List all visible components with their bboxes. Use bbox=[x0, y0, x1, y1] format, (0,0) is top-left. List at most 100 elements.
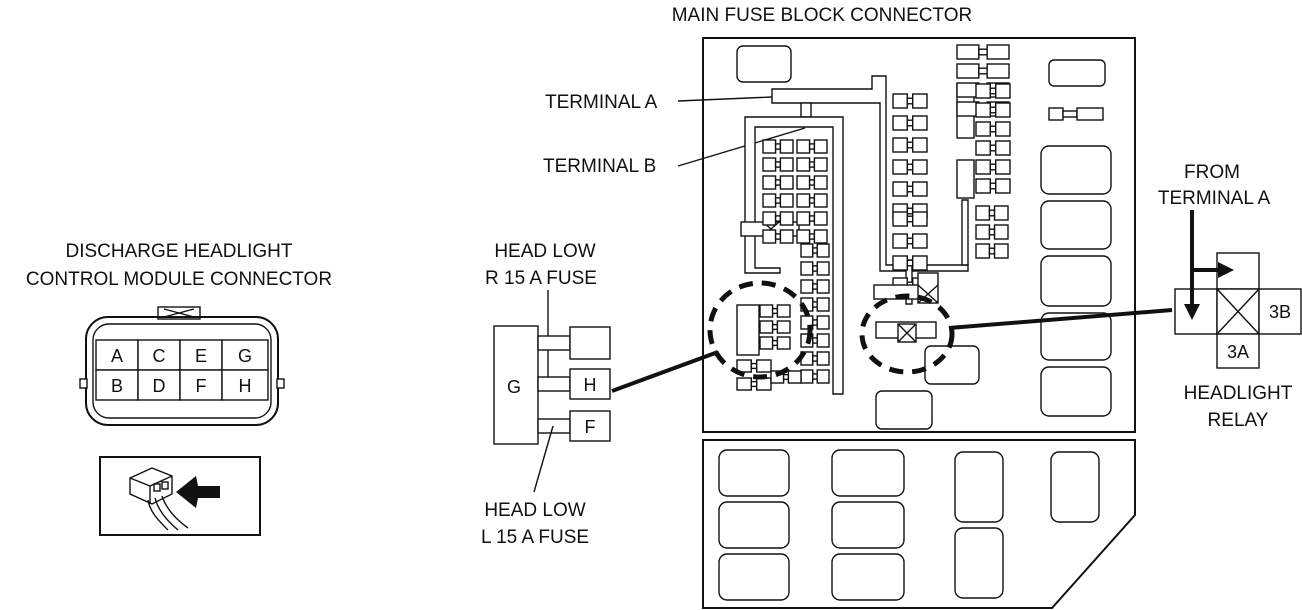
from-terminal-label-line1: FROM bbox=[1184, 162, 1240, 183]
mini-fuse bbox=[762, 229, 794, 244]
pin-cell-h bbox=[221, 369, 269, 401]
mini-fuse bbox=[892, 181, 928, 197]
terminal-b-busbar bbox=[744, 116, 844, 395]
pin-label-f: F bbox=[196, 376, 207, 396]
mini-fuse bbox=[796, 157, 828, 172]
mini-fuse bbox=[975, 102, 1011, 118]
relay-pin-3b bbox=[1258, 288, 1302, 335]
discharge-module-connector: A C E G B D F H bbox=[79, 306, 285, 426]
connector-side-tab-left bbox=[79, 378, 88, 389]
probe-direction-icon bbox=[99, 456, 261, 536]
maxi-fuse-4 bbox=[1040, 312, 1112, 361]
pin-cell-d bbox=[137, 369, 181, 401]
head-low-r-label-line1: HEAD LOW bbox=[494, 241, 595, 262]
pin-label-c: C bbox=[153, 346, 166, 366]
mini-fuse bbox=[975, 140, 1011, 156]
relay-label-3b: 3B bbox=[1269, 302, 1291, 322]
fuse-terminal-top bbox=[569, 326, 611, 360]
fuse-block-upper-body bbox=[702, 37, 1136, 433]
mini-fuse bbox=[975, 83, 1011, 99]
probe-arrow-icon bbox=[176, 476, 220, 508]
mini-fuse bbox=[796, 139, 828, 154]
headlight-relay-label-line2: RELAY bbox=[1208, 410, 1269, 431]
mini-fuse bbox=[956, 63, 1010, 79]
mini-fuse bbox=[736, 359, 772, 373]
mini-fuse bbox=[892, 233, 928, 249]
from-terminal-label-line2: TERMINAL A bbox=[1158, 188, 1271, 209]
mini-fuse bbox=[975, 178, 1011, 194]
fuse-callout-line bbox=[611, 350, 719, 393]
down-arrow-icon bbox=[1184, 304, 1200, 320]
mini-fuse bbox=[892, 137, 928, 153]
headlight-relay-section: FROM TERMINAL A 3B 3A HEADLIGHT RELAY bbox=[948, 162, 1302, 431]
maxi-fuse-2 bbox=[1040, 200, 1112, 250]
mini-fuse bbox=[736, 377, 772, 391]
mini-fuse bbox=[892, 159, 928, 175]
mini-fuse bbox=[892, 93, 928, 109]
mini-fuse bbox=[796, 175, 828, 190]
pin-label-b: B bbox=[111, 376, 123, 396]
terminal-a-label: TERMINAL A bbox=[545, 92, 658, 113]
mini-fuse bbox=[975, 224, 1009, 240]
mini-fuse bbox=[800, 279, 830, 294]
fuse-terminal-h bbox=[569, 368, 611, 400]
pin-label-d: D bbox=[153, 376, 166, 396]
fuse-terminal-f bbox=[569, 410, 611, 442]
pin-cell-c bbox=[137, 339, 181, 371]
pin-cell-b bbox=[95, 369, 139, 401]
headlight-relay-label-line1: HEADLIGHT bbox=[1184, 383, 1293, 404]
fuse-label-f: F bbox=[585, 417, 596, 437]
right-arrow-icon bbox=[1218, 262, 1234, 278]
relay-pin-3a bbox=[1216, 333, 1260, 369]
fuse-detail-section: HEAD LOW R 15 A FUSE G H F HEAD LOW L 15… bbox=[481, 241, 719, 548]
mini-fuse bbox=[975, 243, 1009, 259]
mini-fuse bbox=[892, 211, 928, 227]
pin-label-g: G bbox=[238, 346, 252, 366]
pin-cell-e bbox=[179, 339, 223, 371]
main-fuse-block: MAIN FUSE BLOCK CONNECTOR TERMINAL A TER… bbox=[543, 5, 1136, 609]
mini-fuse bbox=[975, 205, 1009, 221]
mini-fuse bbox=[800, 261, 830, 276]
main-fuse-block-title: MAIN FUSE BLOCK CONNECTOR bbox=[672, 5, 973, 26]
maxi-fuse-5 bbox=[1040, 366, 1112, 417]
mini-fuse bbox=[956, 44, 1010, 60]
pin-label-a: A bbox=[111, 346, 123, 366]
mini-fuse bbox=[800, 315, 830, 330]
relay-callout-line bbox=[948, 308, 1173, 330]
relay-highlight-circle bbox=[859, 293, 955, 375]
maxi-fuse-1 bbox=[1040, 145, 1112, 195]
fuse-label-g: G bbox=[507, 377, 521, 397]
pin-cell-f bbox=[179, 369, 223, 401]
mini-fuse bbox=[800, 243, 830, 258]
pin-label-h: H bbox=[239, 376, 252, 396]
discharge-module-label-line2: CONTROL MODULE CONNECTOR bbox=[26, 269, 332, 290]
head-low-l-label-line2: L 15 A FUSE bbox=[481, 527, 589, 548]
fuse-label-h: H bbox=[584, 375, 597, 395]
discharge-module-section: DISCHARGE HEADLIGHT CONTROL MODULE CONNE… bbox=[26, 241, 332, 536]
mini-fuse bbox=[759, 304, 791, 318]
relay-label-3a: 3A bbox=[1227, 342, 1249, 362]
mini-fuse bbox=[759, 336, 791, 350]
head-low-r-label-line2: R 15 A FUSE bbox=[485, 268, 597, 289]
terminal-b-label: TERMINAL B bbox=[543, 156, 656, 177]
mini-fuse bbox=[975, 159, 1011, 175]
mini-fuse bbox=[800, 369, 830, 384]
pin-label-e: E bbox=[195, 346, 207, 366]
mini-fuse bbox=[762, 193, 794, 208]
mini-fuse bbox=[796, 193, 828, 208]
fuse-block-lower-body bbox=[702, 439, 1136, 609]
head-low-l-label-line1: HEAD LOW bbox=[484, 500, 585, 521]
probe-inset-frame bbox=[99, 456, 261, 536]
mini-fuse bbox=[762, 211, 794, 226]
mini-fuse bbox=[759, 320, 791, 334]
fuse-highlight-circle bbox=[707, 280, 813, 380]
mini-fuse bbox=[762, 175, 794, 190]
mini-fuse bbox=[762, 157, 794, 172]
mini-fuse bbox=[796, 211, 828, 226]
mini-fuse bbox=[770, 370, 802, 384]
mini-fuse bbox=[800, 351, 830, 366]
mini-fuse bbox=[800, 333, 830, 348]
mini-fuse bbox=[975, 121, 1011, 137]
mini-fuse bbox=[892, 255, 928, 271]
